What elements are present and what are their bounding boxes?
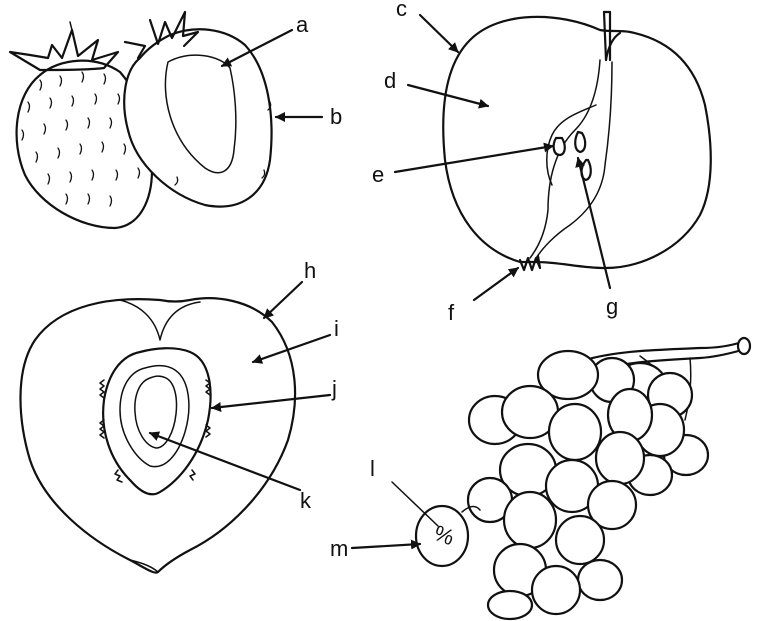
label-m: m	[330, 536, 348, 561]
label-c: c	[396, 0, 407, 21]
label-j: j	[331, 376, 337, 401]
label-g: g	[606, 294, 618, 319]
label-k: k	[300, 488, 312, 513]
label-d: d	[384, 68, 396, 93]
label-i: i	[334, 316, 339, 341]
apple-section	[443, 12, 711, 270]
label-f: f	[448, 300, 455, 325]
label-b: b	[330, 104, 342, 129]
grape-bunch: %	[416, 338, 750, 619]
label-h: h	[304, 258, 316, 283]
label-e: e	[372, 162, 384, 187]
label-l: l	[370, 456, 375, 481]
label-a: a	[296, 12, 309, 37]
